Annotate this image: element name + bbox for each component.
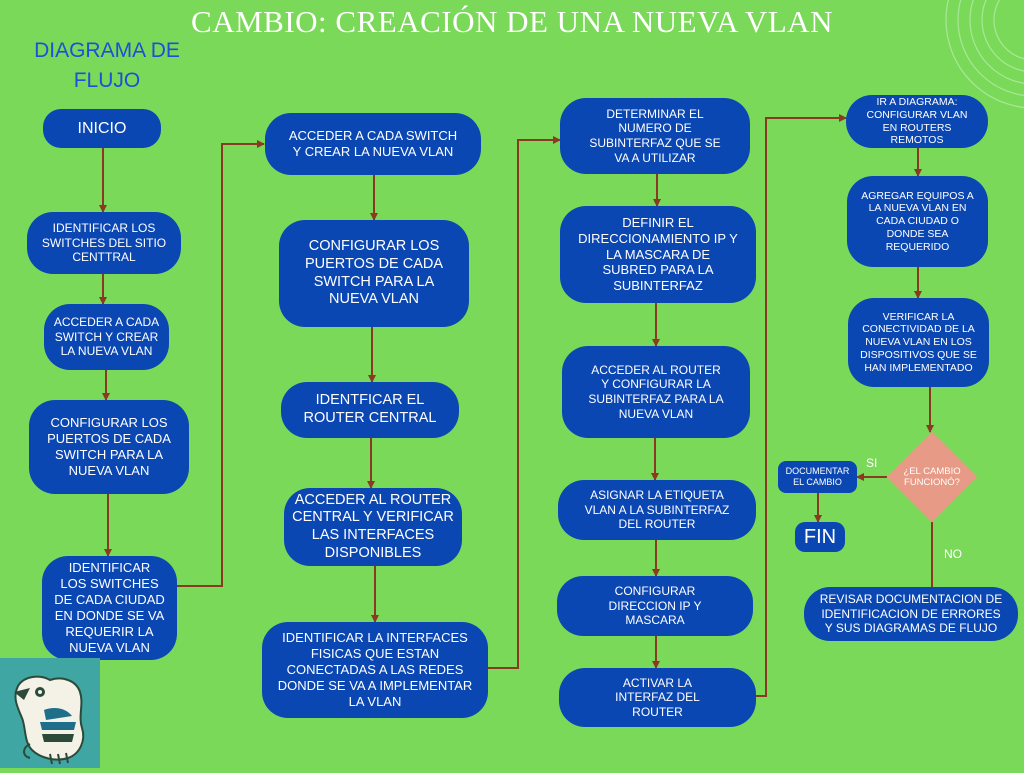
node-c4-step1: IR A DIAGRAMA: CONFIGURAR VLAN EN ROUTER… bbox=[846, 95, 988, 148]
eagle-logo-shape bbox=[14, 675, 85, 765]
node-c3-step1: DETERMINAR EL NUMERO DE SUBINTERFAZ QUE … bbox=[560, 98, 750, 174]
eagle-logo-icon bbox=[0, 658, 100, 768]
arrow-c3-to-c4 bbox=[756, 114, 847, 697]
arrow-c1-to-c2 bbox=[177, 140, 265, 587]
node-revisar: REVISAR DOCUMENTACION DE IDENTIFICACION … bbox=[804, 587, 1018, 641]
concentric-arcs-icon bbox=[945, 0, 1024, 109]
node-c1-step4: IDENTIFICAR LOS SWITCHES DE CADA CIUDAD … bbox=[42, 556, 177, 660]
node-inicio: INICIO bbox=[43, 109, 161, 148]
node-c4-step2: AGREGAR EQUIPOS A LA NUEVA VLAN EN CADA … bbox=[847, 176, 988, 267]
node-c3-step3: ACCEDER AL ROUTER Y CONFIGURAR LA SUBINT… bbox=[562, 346, 750, 438]
node-c2-step1: ACCEDER A CADA SWITCH Y CREAR LA NUEVA V… bbox=[265, 113, 481, 175]
node-c3-step2: DEFINIR EL DIRECCIONAMIENTO IP Y LA MASC… bbox=[560, 206, 756, 303]
node-c1-step1: IDENTIFICAR LOS SWITCHES DEL SITIO CENTT… bbox=[27, 212, 181, 274]
node-c1-step2: ACCEDER A CADA SWITCH Y CREAR LA NUEVA V… bbox=[44, 304, 169, 370]
decision-label: ¿EL CAMBIO FUNCIONÓ? bbox=[903, 465, 961, 488]
node-c2-step4: ACCEDER AL ROUTER CENTRAL Y VERIFICAR LA… bbox=[284, 488, 462, 566]
arrow-c2-to-c3 bbox=[488, 136, 561, 669]
diagram-subtitle: DIAGRAMA DE FLUJO bbox=[34, 39, 180, 92]
decision-diamond: ¿EL CAMBIO FUNCIONÓ? bbox=[886, 431, 978, 523]
node-fin: FIN bbox=[795, 522, 845, 552]
node-documentar: DOCUMENTAR EL CAMBIO bbox=[778, 461, 857, 493]
node-c3-step5: CONFIGURAR DIRECCION IP Y MASCARA bbox=[557, 576, 753, 636]
page-title: CAMBIO: CREACIÓN DE UNA NUEVA VLAN bbox=[191, 4, 833, 39]
yes-label: SI bbox=[866, 456, 878, 470]
node-c3-step6: ACTIVAR LA INTERFAZ DEL ROUTER bbox=[559, 668, 756, 727]
node-c2-step5: IDENTIFICAR LA INTERFACES FISICAS QUE ES… bbox=[262, 622, 488, 718]
node-c4-step3: VERIFICAR LA CONECTIVIDAD DE LA NUEVA VL… bbox=[848, 298, 989, 387]
node-c3-step4: ASIGNAR LA ETIQUETA VLAN A LA SUBINTERFA… bbox=[558, 480, 756, 540]
node-c1-step3: CONFIGURAR LOS PUERTOS DE CADA SWITCH PA… bbox=[29, 400, 189, 494]
node-c2-step3: IDENTFICAR EL ROUTER CENTRAL bbox=[281, 382, 459, 438]
no-label: NO bbox=[944, 547, 962, 561]
node-c2-step2: CONFIGURAR LOS PUERTOS DE CADA SWITCH PA… bbox=[279, 220, 469, 327]
